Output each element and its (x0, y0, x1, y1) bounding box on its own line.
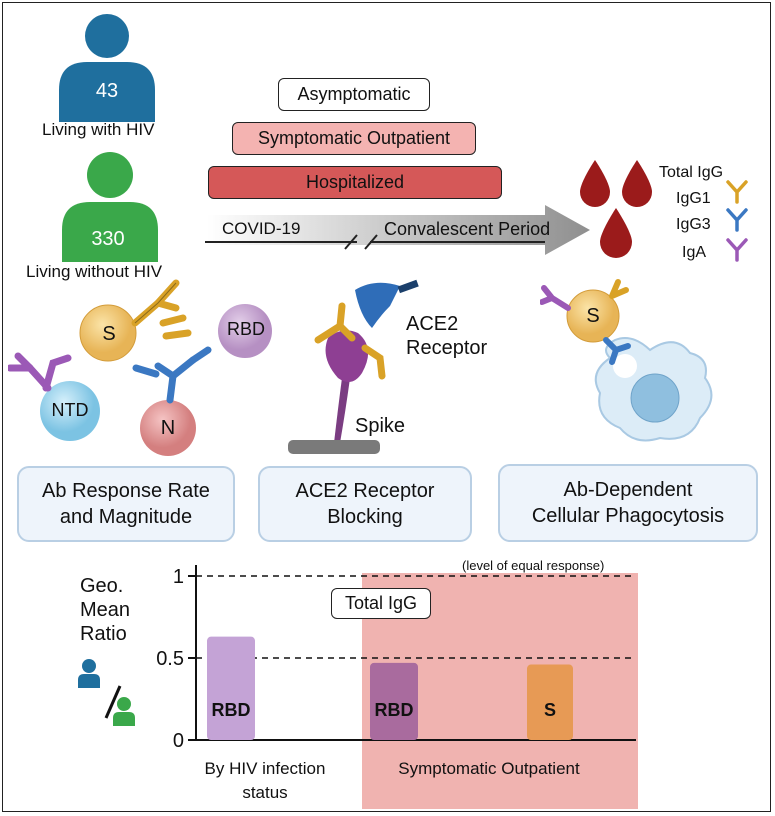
y-axis-label: Geo. Mean Ratio (80, 574, 130, 646)
antigen-n-label: N (160, 417, 176, 439)
bar-symptomatic-outpatient-rbd (370, 662, 418, 740)
ace2-label-line1: ACE2 (406, 313, 459, 335)
bar-label-rbd: RBD (375, 700, 414, 720)
y-tick-label-1: 0.5 (156, 648, 184, 670)
with-hiv-label: Living with HIV (42, 120, 155, 139)
y-axis-label-line1: Geo. (80, 575, 124, 597)
without-hiv-count: 330 (91, 228, 125, 250)
y-tick-label-0: 1 (173, 566, 184, 588)
antigen-illustration (8, 279, 272, 456)
person-without-hiv-icon (62, 152, 158, 262)
timeline-arrow (205, 205, 590, 255)
adcp-box: Ab-Dependent Cellular Phagocytosis (498, 464, 758, 542)
ab-response-line1: Ab Response Rate (42, 480, 210, 502)
y-axis-label-line2: Mean (80, 599, 131, 621)
legend-total-igg: Total IgG (659, 164, 724, 181)
bar-symptomatic-outpatient-s (527, 664, 573, 740)
adcp-line2: Cellular Phagocytosis (531, 505, 725, 527)
hospitalized-box: Hospitalized (208, 166, 502, 199)
y-axis-label-line3: Ratio (80, 623, 127, 645)
blood-drops-icon (580, 160, 652, 258)
adcp-line1: Ab-Dependent (563, 479, 693, 501)
with-hiv-count: 43 (95, 80, 119, 102)
y-tick-label-2: 0 (173, 730, 184, 752)
asymptomatic-box: Asymptomatic (278, 78, 430, 111)
ab-response-box: Ab Response Rate and Magnitude (17, 466, 235, 542)
ace2-blocking-box: ACE2 Receptor Blocking (258, 466, 472, 542)
legend-iga: IgA (682, 244, 707, 261)
antigen-s-label: S (102, 323, 116, 345)
legend-igg3: IgG3 (676, 216, 711, 233)
ab-response-line2: and Magnitude (59, 506, 193, 528)
legend-igg1: IgG1 (676, 190, 711, 207)
ace2-label: ACE2 Receptor (406, 312, 487, 360)
bar-by-hiv-infection-status-rbd (207, 636, 255, 740)
outpatient-box: Symptomatic Outpatient (232, 122, 476, 155)
ace2-spike-illustration (288, 279, 419, 454)
ace2-blocking-line1: ACE2 Receptor (295, 480, 435, 502)
ace2-label-line2: Receptor (406, 337, 488, 359)
spike-label: Spike (355, 415, 406, 437)
reference-line-label: (level of equal response) (462, 558, 604, 573)
antigen-rbd-label: RBD (226, 319, 265, 339)
timeline-convalescent-label: Convalescent Period (384, 219, 551, 239)
ratio-icon (78, 659, 135, 726)
phagocytosis-illustration (540, 279, 713, 442)
without-hiv-label: Living without HIV (26, 262, 163, 281)
bar-label-s: S (544, 700, 556, 720)
x-category-label-0: By HIV infection (205, 759, 326, 778)
ace2-blocking-line2: Blocking (327, 506, 403, 528)
antibody-legend-icons (726, 180, 748, 262)
phago-antigen-label: S (586, 305, 600, 327)
x-category-label-0: status (242, 783, 287, 802)
x-category-label-1: Symptomatic Outpatient (398, 759, 580, 778)
antigen-ntd-label: NTD (51, 400, 89, 420)
timeline-covid-label: COVID-19 (222, 219, 301, 238)
person-with-hiv-icon (59, 14, 155, 122)
total-igg-tag: Total IgG (331, 588, 431, 619)
bar-label-rbd: RBD (212, 700, 251, 720)
